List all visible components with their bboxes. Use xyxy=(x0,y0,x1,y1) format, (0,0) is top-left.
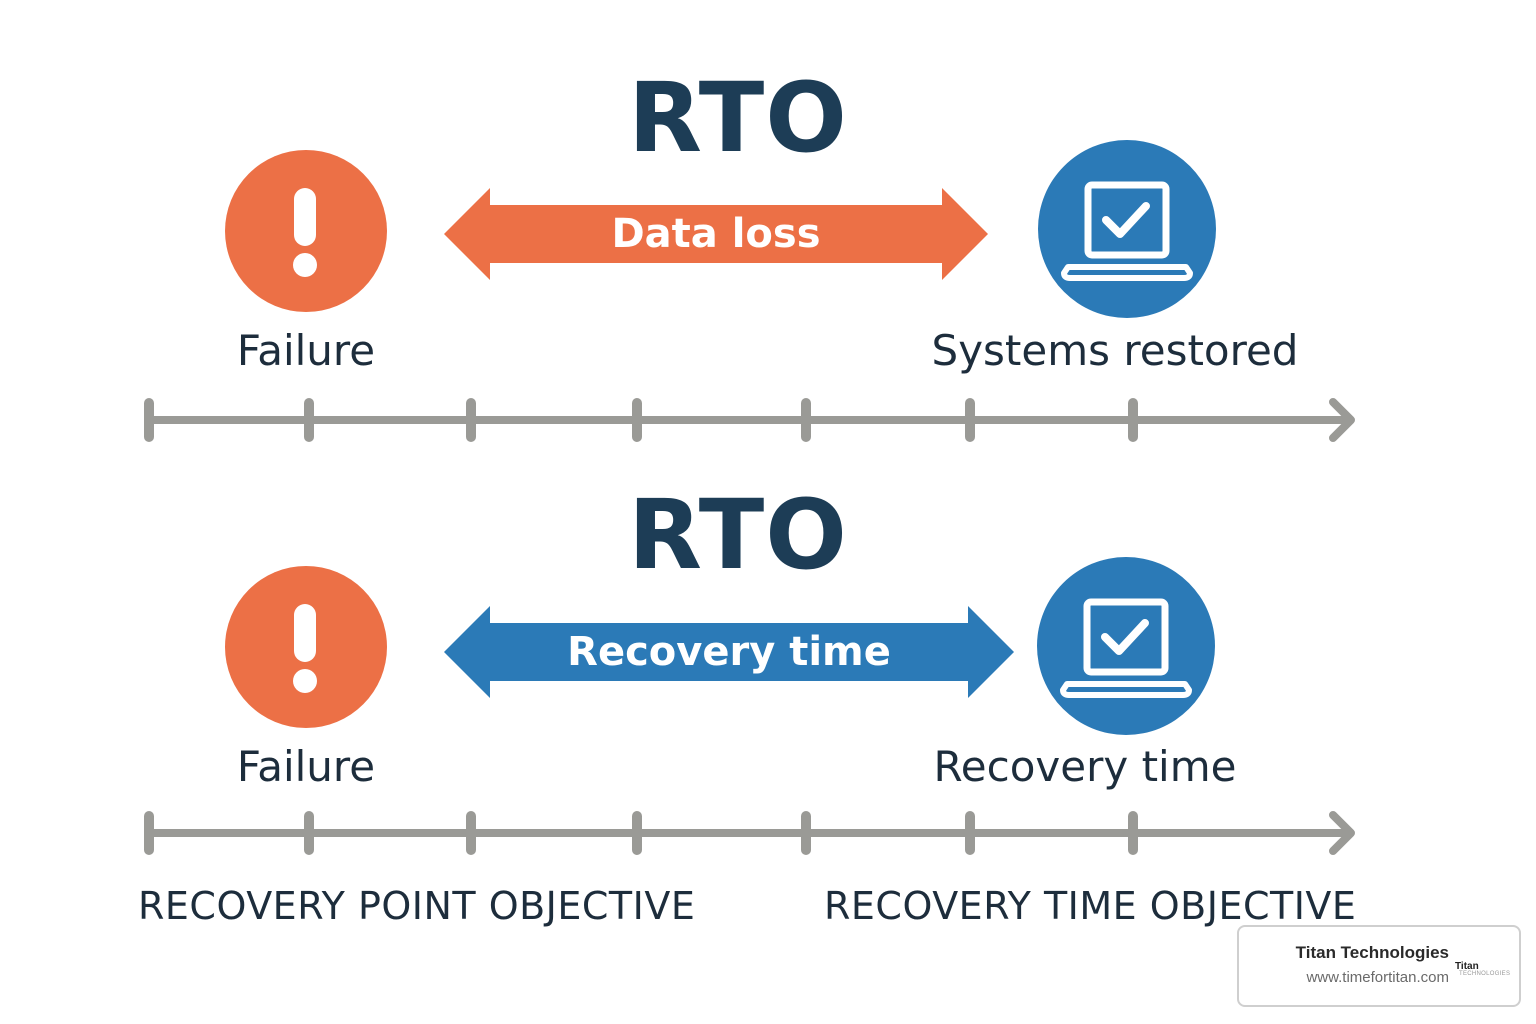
brand-logo: Titan TECHNOLOGIES xyxy=(1455,961,1513,981)
laptop-check-icon xyxy=(1038,140,1216,318)
timeline-axis xyxy=(135,808,1375,858)
arrow-label: Recovery time xyxy=(567,629,891,675)
brand-name: Titan Technologies xyxy=(1295,943,1449,962)
brand-url[interactable]: www.timefortitan.com xyxy=(1306,969,1449,986)
recovery-point-objective-label: RECOVERY POINT OBJECTIVE xyxy=(138,884,696,928)
laptop-check-icon xyxy=(1037,557,1215,735)
brand-logo-subtitle: TECHNOLOGIES xyxy=(1459,971,1511,977)
brand-logo-title: Titan xyxy=(1455,961,1479,972)
recovery-time-objective-label: RECOVERY TIME OBJECTIVE xyxy=(824,884,1357,928)
timeline-axis xyxy=(135,395,1375,445)
systems-restored-label: Systems restored xyxy=(931,326,1299,375)
recovery-time-label: Recovery time xyxy=(933,742,1237,791)
arrow-label: Data loss xyxy=(611,211,821,257)
recovery-time-arrow: Recovery time xyxy=(444,606,1014,698)
section-2-title: RTO xyxy=(628,479,848,591)
data-loss-arrow: Data loss xyxy=(444,188,988,280)
section-1-title: RTO xyxy=(628,62,848,174)
failure-label: Failure xyxy=(236,326,376,375)
exclamation-icon xyxy=(225,150,387,312)
failure-label: Failure xyxy=(236,742,376,791)
brand-card[interactable]: Titan Technologies www.timefortitan.com … xyxy=(1237,925,1521,1007)
exclamation-icon xyxy=(225,566,387,728)
